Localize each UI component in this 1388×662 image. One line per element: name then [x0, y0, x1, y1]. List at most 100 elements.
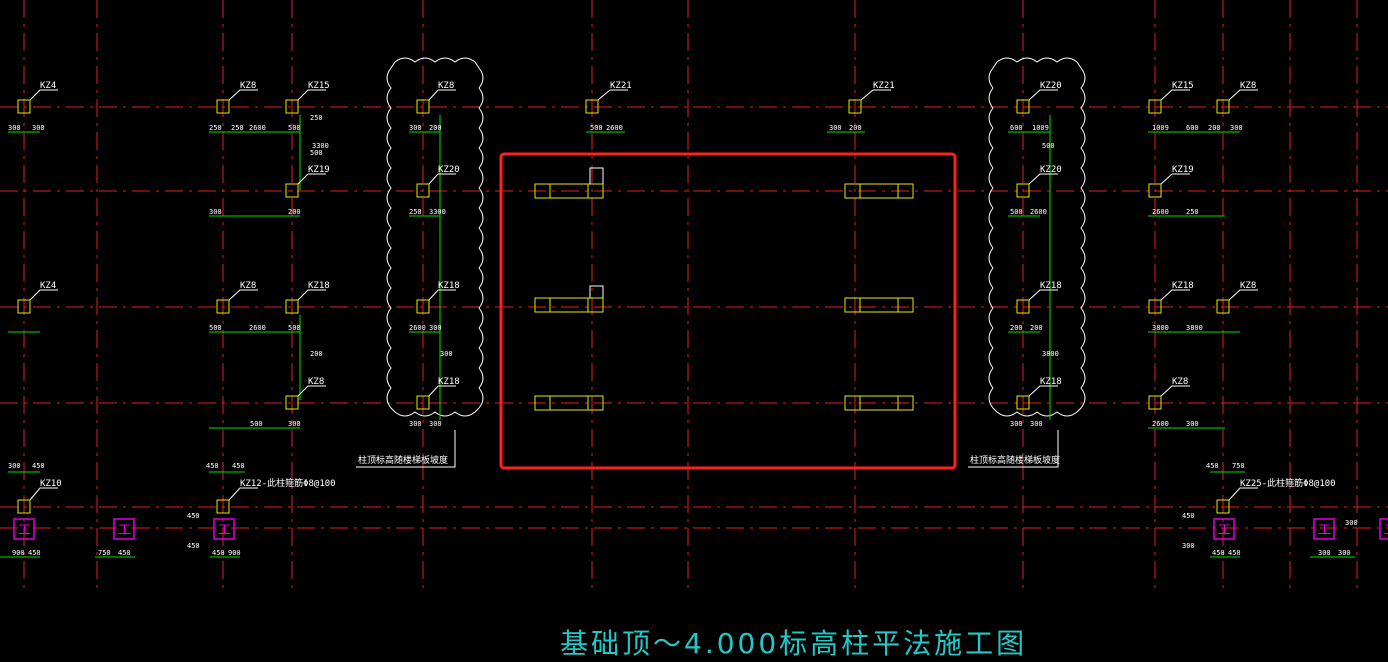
dimension-label: 500: [590, 124, 603, 132]
dimension-label: 3800: [1042, 350, 1059, 358]
dimension-label: 500: [288, 124, 301, 132]
revision-cloud-right: [988, 57, 1086, 417]
column-leader: [860, 89, 891, 101]
dimension-label: 200: [310, 350, 323, 358]
column-label: KZ19: [1172, 165, 1194, 175]
column-label: KZ25-此柱箍筋Φ8@100: [1240, 477, 1336, 489]
column-square: [17, 299, 31, 314]
column-label: KZ15: [308, 81, 330, 91]
column-label: KZ4: [40, 81, 56, 91]
dimension-label: 250: [1186, 208, 1199, 216]
stair-marker: [589, 167, 604, 184]
column-leader: [1228, 89, 1258, 101]
section-symbol: 工: [18, 523, 31, 538]
column-square: [416, 99, 430, 114]
dimension-label: 300: [1010, 420, 1023, 428]
section-box: [13, 518, 35, 540]
stair-note-left: 柱顶标高随楼梯板坡度: [358, 454, 448, 466]
dimension-label: 250: [409, 208, 422, 216]
dimension-label: 2600: [249, 324, 266, 332]
column-square: [285, 395, 299, 410]
dimension-label: 300: [429, 420, 442, 428]
stair-column: [844, 183, 914, 199]
section-symbol: 工: [1384, 523, 1388, 538]
dimension-lines: [0, 115, 1355, 558]
dimension-label: 3800: [1186, 324, 1203, 332]
dimension-label: 250: [310, 114, 323, 122]
column-leader: [1160, 173, 1190, 185]
dimension-label: 3300: [429, 208, 446, 216]
highlight-rect: [499, 152, 957, 470]
dimension-label: 900: [228, 549, 241, 557]
stair-column: [534, 183, 604, 199]
stair-marker: [589, 285, 604, 298]
dimension-label: 3300: [312, 142, 329, 150]
dimension-label: 200: [1010, 324, 1023, 332]
column-square: [1016, 99, 1030, 114]
dimension-label: 1009: [1152, 124, 1169, 132]
dimension-label: 1009: [1032, 124, 1049, 132]
section-box: [113, 518, 135, 540]
dimension-label: 300: [1318, 549, 1331, 557]
column-label: KZ18: [308, 281, 330, 291]
dimension-label: 300: [829, 124, 842, 132]
column-label: KZ8: [240, 81, 256, 91]
dimension-label: 450: [206, 462, 219, 470]
column-label: KZ18: [1040, 281, 1062, 291]
column-square: [1216, 299, 1230, 314]
dimension-label: 500: [288, 324, 301, 332]
column-leader: [297, 289, 326, 301]
dimension-label: 600: [1186, 124, 1199, 132]
column-square: [216, 499, 230, 514]
highlight-area[interactable]: [499, 152, 957, 470]
dimension-label: 300: [409, 420, 422, 428]
column-square: [1148, 395, 1162, 410]
column-label: KZ8: [438, 81, 454, 91]
dimension-label: 500: [209, 324, 222, 332]
column-square: [1016, 299, 1030, 314]
column-leader: [1028, 289, 1058, 301]
column-square: [17, 99, 31, 114]
dimension-label: 3800: [1152, 324, 1169, 332]
dimension-label: 300: [1182, 542, 1195, 550]
column-label: KZ8: [1172, 377, 1188, 387]
column-label: KZ15: [1172, 81, 1194, 91]
dimension-label: 500: [310, 149, 323, 157]
column-square: [1148, 183, 1162, 198]
column-leader: [1228, 487, 1258, 501]
column-square: [17, 499, 31, 514]
section-box: [213, 518, 235, 540]
column-label: KZ18: [438, 377, 460, 387]
dimension-label: 300: [288, 420, 301, 428]
column-leader: [29, 487, 58, 501]
column-square: [848, 99, 862, 114]
column-square: [585, 99, 599, 114]
column-label: KZ20: [1040, 81, 1062, 91]
dimension-label: 450: [187, 512, 200, 520]
column-leader: [1028, 89, 1058, 101]
column-leader: [228, 487, 258, 501]
column-leader: [1228, 289, 1258, 301]
dimension-label: 300: [8, 124, 21, 132]
dimension-label: 300: [1338, 549, 1351, 557]
stair-note-right: 柱顶标高随楼梯板坡度: [970, 454, 1060, 466]
stair-column: [844, 395, 914, 411]
dimension-label: 2600: [606, 124, 623, 132]
dimension-label: 450: [32, 462, 45, 470]
dimension-label: 300: [8, 462, 21, 470]
column-square: [1016, 183, 1030, 198]
column-leader: [1028, 173, 1058, 185]
column-label: KZ21: [873, 81, 895, 91]
dimension-label: 300: [440, 350, 453, 358]
dimension-label: 200: [1030, 324, 1043, 332]
dimension-label: 500: [1010, 208, 1023, 216]
column-leader: [29, 89, 58, 101]
column-label: KZ12-此柱箍筋Φ8@100: [240, 477, 336, 489]
note-leaders: [356, 430, 1059, 468]
dimension-label: 300: [1030, 420, 1043, 428]
section-symbol: 工: [118, 523, 131, 538]
stair-column: [534, 297, 604, 313]
